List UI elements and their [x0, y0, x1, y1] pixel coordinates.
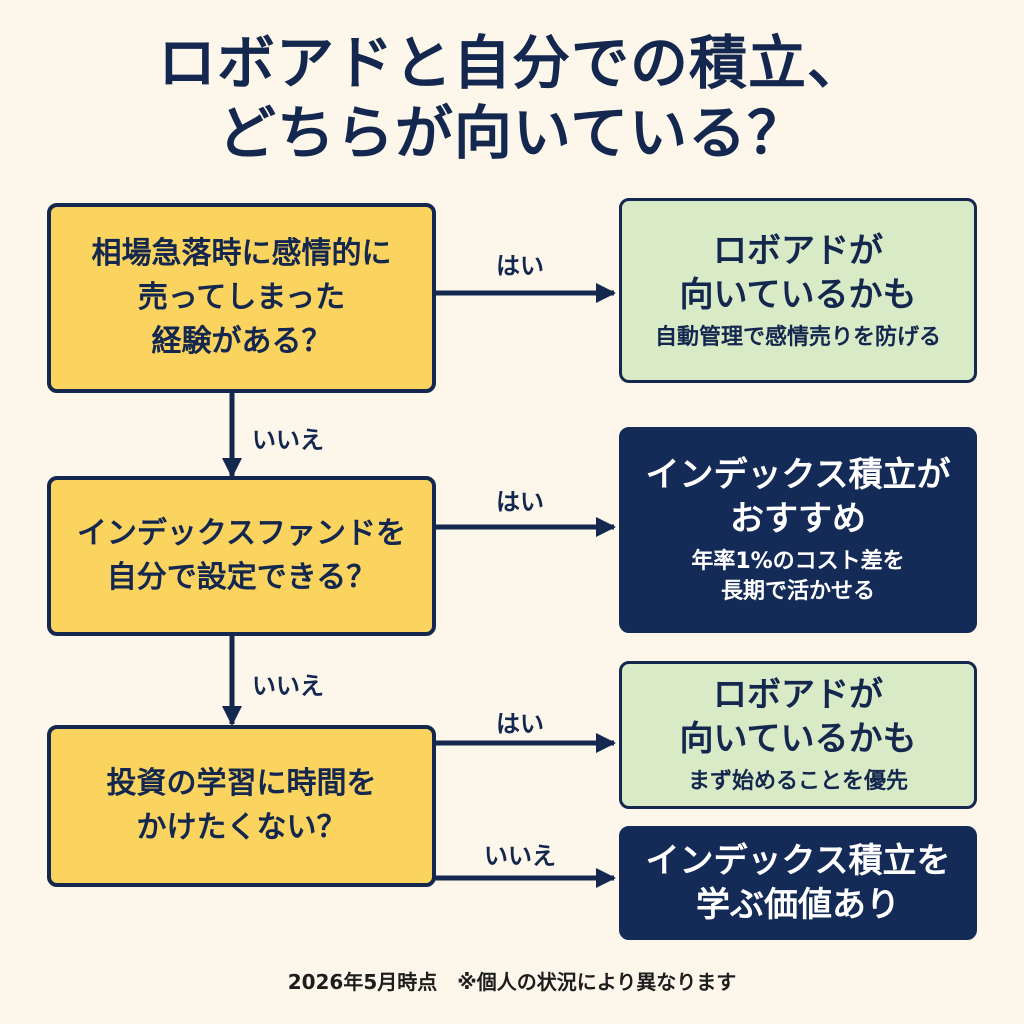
question-3-line-1: 投資の学習に時間を — [106, 766, 377, 801]
result-3-main-line-1: ロボアドが — [713, 675, 883, 715]
result-box-3: ロボアドが 向いているかも まず始めることを優先 — [619, 661, 977, 809]
title-line-1: ロボアドと自分での積立、 — [157, 29, 866, 97]
title-line-2: どちらが向いている？ — [217, 99, 807, 167]
question-box-1: 相場急落時に感情的に 売ってしまった 経験がある？ — [47, 203, 436, 393]
result-2-sub-line-2: 長期で活かせる — [720, 579, 875, 604]
label-yes-3: はい — [496, 710, 544, 738]
result-1-main-line-2: 向いているかも — [679, 274, 917, 315]
label-no-2: いいえ — [252, 672, 324, 700]
footer-note: 2026年5月時点 ※個人の状況により異なります — [287, 970, 737, 994]
question-box-3: 投資の学習に時間を かけたくない？ — [47, 725, 436, 887]
question-box-2: インデックスファンドを 自分で設定できる？ — [47, 476, 436, 636]
label-yes-1: はい — [496, 252, 544, 280]
question-1-line-3: 経験がある？ — [151, 324, 332, 359]
question-2-line-2: 自分で設定できる？ — [106, 560, 377, 595]
question-1-line-1: 相場急落時に感情的に — [91, 236, 392, 271]
result-4-main-line-2: 学ぶ価値あり — [696, 885, 900, 925]
result-2-main-line-2: おすすめ — [730, 499, 866, 539]
question-3-line-2: かけたくない？ — [136, 810, 347, 845]
result-1-main-line-1: ロボアドが — [713, 230, 883, 271]
result-2-main-line-1: インデックス積立が — [645, 455, 951, 495]
page-title: ロボアドと自分での積立、 どちらが向いている？ — [0, 28, 1024, 168]
question-2-line-1: インデックスファンドを — [76, 516, 407, 551]
label-no-3: いいえ — [484, 842, 556, 870]
result-3-main-line-2: 向いているかも — [679, 719, 917, 759]
result-box-1: ロボアドが 向いているかも 自動管理で感情売りを防げる — [619, 198, 977, 383]
question-1-line-2: 売ってしまった — [137, 280, 346, 315]
label-yes-2: はい — [496, 488, 544, 516]
result-box-2: インデックス積立が おすすめ 年率1%のコスト差を 長期で活かせる — [619, 427, 977, 633]
result-4-main-line-1: インデックス積立を — [645, 841, 951, 881]
result-2-sub-line-1: 年率1%のコスト差を — [691, 549, 905, 574]
result-box-4: インデックス積立を 学ぶ価値あり — [619, 826, 977, 940]
result-1-sub-line-1: 自動管理で感情売りを防げる — [654, 324, 941, 350]
label-no-1: いいえ — [252, 426, 324, 454]
result-3-sub-line-1: まず始めることを優先 — [687, 769, 908, 794]
